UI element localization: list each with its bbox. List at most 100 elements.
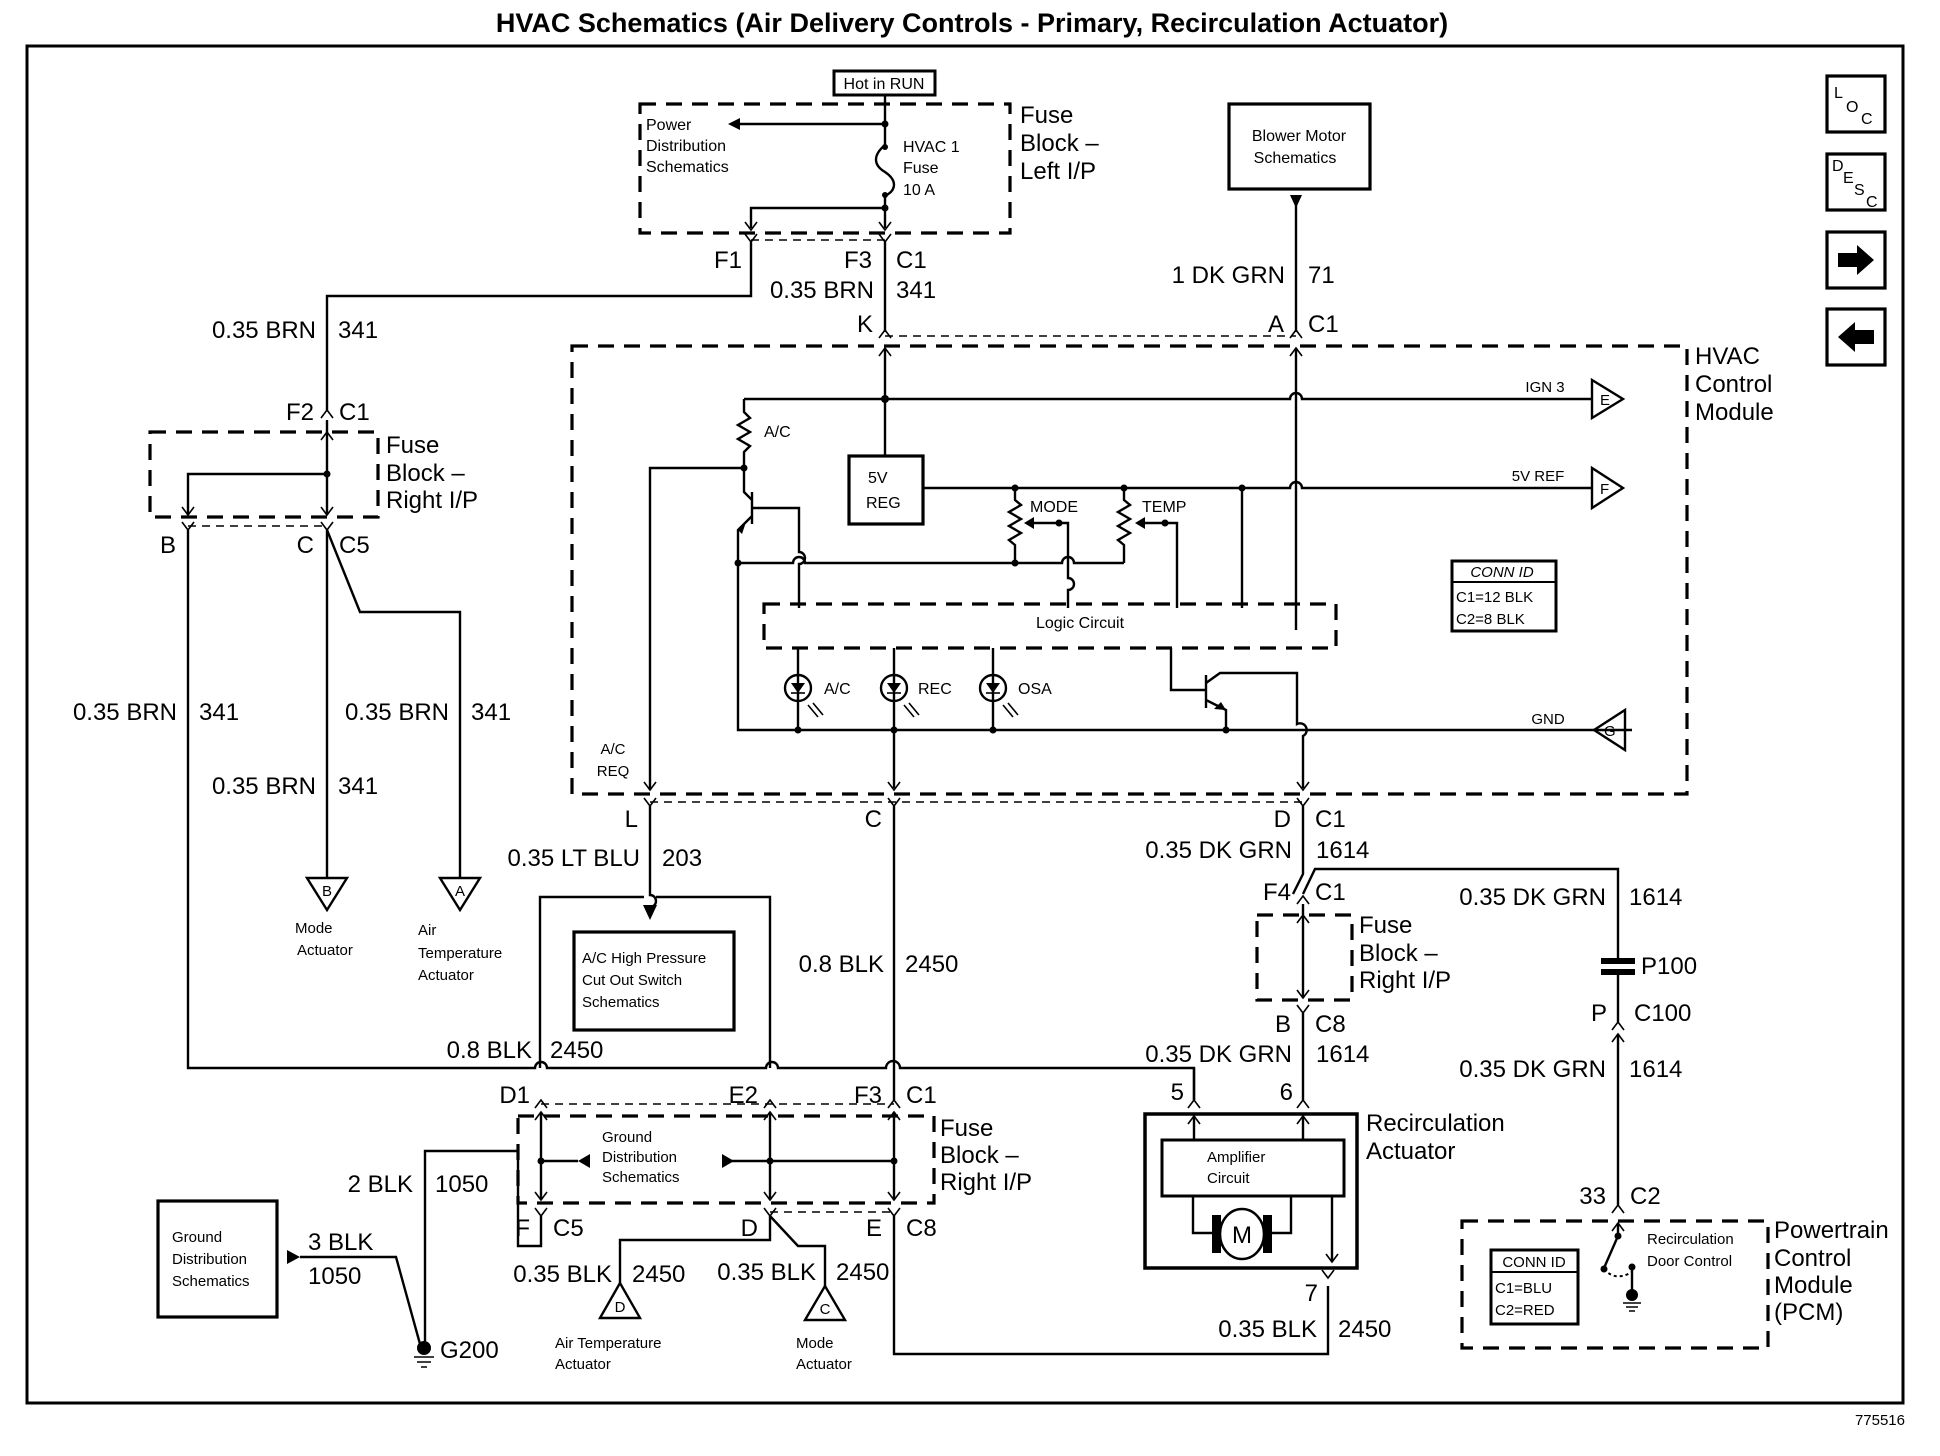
- loc-button[interactable]: L O C: [1825, 74, 1887, 134]
- wire-c-color: 0.35 BRN: [212, 773, 316, 800]
- prev-page-button[interactable]: [1825, 307, 1887, 367]
- wire-c5-circuit: 341: [471, 699, 511, 726]
- pin-l: L: [625, 806, 638, 833]
- wire-dc-color: 0.35 BLK: [717, 1259, 816, 1286]
- pin-c: C: [865, 806, 882, 833]
- pin-k: K: [857, 311, 873, 338]
- wire-blower-color: 1 DK GRN: [1172, 262, 1285, 289]
- pcm-name-2: Control: [1774, 1245, 1851, 1272]
- wire-d-circuit: 1614: [1316, 837, 1369, 864]
- mode-actuator-label-1: Mode: [295, 920, 333, 937]
- ac-switch-label-1: A/C High Pressure: [582, 950, 706, 967]
- recirc-name-1: Recirculation: [1366, 1110, 1505, 1137]
- fuse-right-mid-name-1: Fuse: [1359, 912, 1412, 939]
- led-rec: [879, 673, 920, 718]
- wire-d-color: 0.35 DK GRN: [1145, 837, 1292, 864]
- wire-dd-color: 0.35 BLK: [513, 1261, 612, 1288]
- fuse-label-2: Fuse: [903, 160, 939, 177]
- blower-label-1: Blower Motor: [1252, 128, 1347, 145]
- conn-c1-bottom: C1: [906, 1082, 937, 1109]
- fuse-right-bottom-name-1: Fuse: [940, 1115, 993, 1142]
- ground-dist-label-3: Schematics: [172, 1273, 250, 1290]
- fuse-block-right-ip-top: [148, 430, 380, 519]
- wire-f4-color: 0.35 DK GRN: [1459, 884, 1606, 911]
- ground-dist-inner-1: Ground: [602, 1129, 652, 1146]
- loc-l: L: [1834, 85, 1843, 102]
- conn-c5-bottom: C5: [553, 1215, 584, 1242]
- ground-dist-label-2: Distribution: [172, 1251, 247, 1268]
- gnd-label: GND: [1531, 711, 1565, 728]
- power-dist-label-2: Distribution: [646, 138, 726, 155]
- air-temp-actuator-label-1: Air: [418, 922, 436, 939]
- led-ac: [783, 673, 824, 718]
- conn-c2: C2: [1630, 1183, 1661, 1210]
- pcm-conn-id-title: CONN ID: [1502, 1254, 1566, 1271]
- blower-label-2: Schematics: [1254, 150, 1337, 167]
- fuse-left-name-2: Block –: [1020, 130, 1099, 157]
- temp-label: TEMP: [1142, 499, 1186, 516]
- led-osa: [978, 673, 1019, 718]
- pcm-conn-id-c2: C2=RED: [1495, 1302, 1555, 1319]
- ground-dist-inner-2: Distribution: [602, 1149, 677, 1166]
- mode-flag-b-label: B: [322, 883, 332, 900]
- motor-label: M: [1232, 1222, 1252, 1249]
- pin-e2: E2: [729, 1082, 758, 1109]
- ground-dist-label-1: Ground: [172, 1229, 222, 1246]
- wire-b-color: 0.35 BRN: [73, 699, 177, 726]
- air-temp-actuator-label-2: Temperature: [418, 945, 502, 962]
- wire-p100-color: 0.35 DK GRN: [1459, 1056, 1606, 1083]
- wire-b8-color: 0.35 DK GRN: [1145, 1041, 1292, 1068]
- next-page-button[interactable]: [1825, 230, 1887, 290]
- hvac-conn-id-c1: C1=12 BLK: [1456, 589, 1533, 606]
- amp-label-2: Circuit: [1207, 1170, 1250, 1187]
- recirc-name-2: Actuator: [1366, 1138, 1455, 1165]
- wire-c-mid-color: 0.8 BLK: [799, 951, 884, 978]
- fuse-right-bottom-name-3: Right I/P: [940, 1169, 1032, 1196]
- pin-6: 6: [1280, 1079, 1293, 1106]
- wire-p100-circuit: 1614: [1629, 1056, 1682, 1083]
- 5v-ref-label: 5V REF: [1512, 468, 1565, 485]
- hot-in-run-box: [832, 69, 937, 97]
- logic-circuit: [762, 602, 1338, 650]
- wire-c-mid-circuit: 2450: [905, 951, 958, 978]
- wire-f-color: 2 BLK: [348, 1171, 413, 1198]
- pcm-name-3: Module: [1774, 1272, 1853, 1299]
- reg-label-1: 5V: [868, 470, 888, 487]
- ac-req-label-2: REQ: [597, 763, 630, 780]
- hot-in-run-label: Hot in RUN: [844, 76, 925, 93]
- ac-high-pressure-switch-box[interactable]: [572, 930, 736, 1032]
- wire-g200-circuit: 1050: [308, 1263, 361, 1290]
- pin-f3-bottom: F3: [854, 1082, 882, 1109]
- ground-distribution-box[interactable]: [156, 1199, 279, 1319]
- powertrain-control-module: [1460, 1219, 1770, 1350]
- desc-button[interactable]: D E S C: [1825, 152, 1887, 212]
- g200-label: G200: [440, 1337, 499, 1364]
- pin-b-mid: B: [1275, 1011, 1291, 1038]
- logic-circuit-label: Logic Circuit: [1036, 615, 1125, 632]
- wire-c5-color: 0.35 BRN: [345, 699, 449, 726]
- wire-k-circuit: 341: [896, 277, 936, 304]
- ac-switch-label-3: Schematics: [582, 994, 660, 1011]
- pin-d: D: [1274, 806, 1291, 833]
- conn-c8-mid: C8: [1315, 1011, 1346, 1038]
- mode-actuator-flag-c: [802, 1283, 848, 1322]
- pin-p: P: [1591, 1000, 1607, 1027]
- fuse-right-top-name-3: Right I/P: [386, 487, 478, 514]
- flag-g: [1591, 707, 1627, 753]
- pin-d1: D1: [499, 1082, 530, 1109]
- pin-d-bottom: D: [741, 1215, 758, 1242]
- fuse-right-top-name-1: Fuse: [386, 432, 439, 459]
- blower-motor-box[interactable]: [1227, 102, 1372, 191]
- wire-dc-circuit: 2450: [836, 1259, 889, 1286]
- diagram-border: [25, 44, 1905, 1405]
- hvac-name-3: Module: [1695, 399, 1774, 426]
- hvac-conn-id-c2: C2=8 BLK: [1456, 611, 1525, 628]
- hvac-conn-id: CONN ID C1=12 BLK C2=8 BLK: [1450, 559, 1558, 633]
- fuse-block-right-ip-mid: [1255, 913, 1354, 1002]
- fuse-right-mid-name-3: Right I/P: [1359, 967, 1451, 994]
- mode-actuator-label-2: Actuator: [297, 942, 353, 959]
- wire-dd-circuit: 2450: [632, 1261, 685, 1288]
- led-ac-label: A/C: [824, 681, 851, 698]
- air-temp-bottom-label-1: Air Temperature: [555, 1335, 661, 1352]
